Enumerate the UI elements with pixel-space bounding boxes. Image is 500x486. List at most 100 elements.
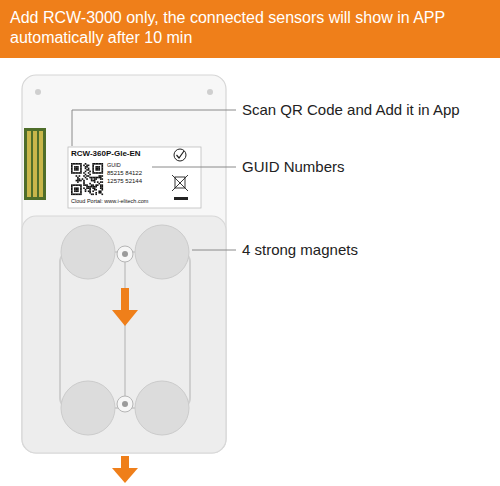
qr-module: [71, 189, 73, 191]
label-sticker: [68, 147, 201, 208]
qr-module: [79, 193, 81, 195]
qr-module: [91, 178, 93, 180]
qr-module: [88, 175, 90, 177]
qr-module: [101, 171, 103, 173]
screw: [122, 401, 128, 407]
qr-module: [94, 187, 96, 189]
callout-label: Scan QR Code and Add it in App: [242, 101, 460, 119]
qr-module: [85, 163, 87, 165]
model-number: RCW-360P-Gle-EN: [71, 149, 141, 159]
contact-pad: [39, 131, 43, 197]
qr-module: [89, 190, 91, 192]
qr-module: [91, 184, 93, 186]
qr-module: [92, 171, 94, 173]
qr-module: [89, 186, 91, 188]
leader-line: [192, 250, 236, 251]
qr-module: [71, 172, 73, 174]
qr-module: [74, 172, 76, 174]
qr-module: [92, 169, 94, 171]
qr-module: [80, 163, 82, 165]
qr-module: [79, 178, 81, 180]
qr-module: [79, 180, 81, 182]
qr-module: [74, 189, 76, 191]
qr-module: [80, 184, 82, 186]
qr-module: [77, 163, 79, 165]
qr-module: [92, 168, 94, 170]
qr-module: [86, 186, 88, 188]
qr-module: [85, 190, 87, 192]
qr-module: [77, 166, 79, 168]
qr-module: [97, 169, 99, 171]
qr-module: [100, 163, 102, 165]
qr-module: [100, 177, 102, 179]
qr-module: [85, 189, 87, 191]
bin-cross: [172, 175, 188, 191]
qr-module: [101, 186, 103, 188]
qr-module: [100, 187, 102, 189]
qr-module: [79, 172, 81, 174]
guid-number: 85215 84122 12575 52144: [107, 169, 149, 185]
slide-cover: [22, 216, 226, 453]
qr-module: [94, 181, 96, 183]
qr-module: [92, 190, 94, 192]
qr-module: [88, 190, 90, 192]
qr-module: [86, 175, 88, 177]
qr-module: [101, 178, 103, 180]
qr-module: [77, 189, 79, 191]
qr-module: [88, 168, 90, 170]
qr-module: [86, 187, 88, 189]
qr-module: [97, 166, 99, 168]
qr-module: [74, 190, 76, 192]
connector-strip: [24, 128, 46, 200]
qr-module: [98, 172, 100, 174]
screw: [122, 251, 128, 257]
qr-module: [88, 165, 90, 167]
qr-module: [80, 187, 82, 189]
qr-module: [71, 166, 73, 168]
qr-module: [101, 189, 103, 191]
contact-pad: [33, 131, 37, 197]
qr-module: [76, 168, 78, 170]
qr-module: [92, 166, 94, 168]
qr-module: [92, 172, 94, 174]
banner-ground: [0, 0, 500, 58]
qr-module: [77, 190, 79, 192]
qr-module: [85, 184, 87, 186]
qr-module: [97, 163, 99, 165]
qr-module: [88, 169, 90, 171]
qr-module: [73, 184, 75, 186]
qr-module: [92, 180, 94, 182]
qr-module: [101, 163, 103, 165]
qr-module: [76, 193, 78, 195]
qr-module: [71, 168, 73, 170]
qr-module: [79, 184, 81, 186]
qr-module: [98, 169, 100, 171]
qr-module: [77, 184, 79, 186]
qr-module: [80, 169, 82, 171]
qr-module: [101, 169, 103, 171]
qr-module: [85, 177, 87, 179]
qr-module: [83, 165, 85, 167]
qr-module: [91, 186, 93, 188]
qr-module: [89, 189, 91, 191]
qr-module: [101, 175, 103, 177]
magnet: [61, 381, 115, 435]
portal-address: Cloud Portal: www.i-elitech.com: [71, 198, 148, 205]
qr-module: [79, 175, 81, 177]
qr-module: [100, 172, 102, 174]
qr-module: [74, 166, 76, 168]
qr-module: [76, 175, 78, 177]
qr-module: [100, 192, 102, 194]
qr-module: [98, 177, 100, 179]
qr-module: [77, 181, 79, 183]
qr-module: [97, 184, 99, 186]
qr-module: [100, 175, 102, 177]
label-sticker: RCW-360P-Gle-ENGUID85215 84122 12575 521…: [68, 147, 201, 208]
qr-module: [76, 190, 78, 192]
qr-module: [94, 163, 96, 165]
leader-line: [152, 167, 236, 168]
check-icon: [174, 149, 186, 161]
qr-module: [77, 168, 79, 170]
slide-arrow: [112, 468, 138, 483]
